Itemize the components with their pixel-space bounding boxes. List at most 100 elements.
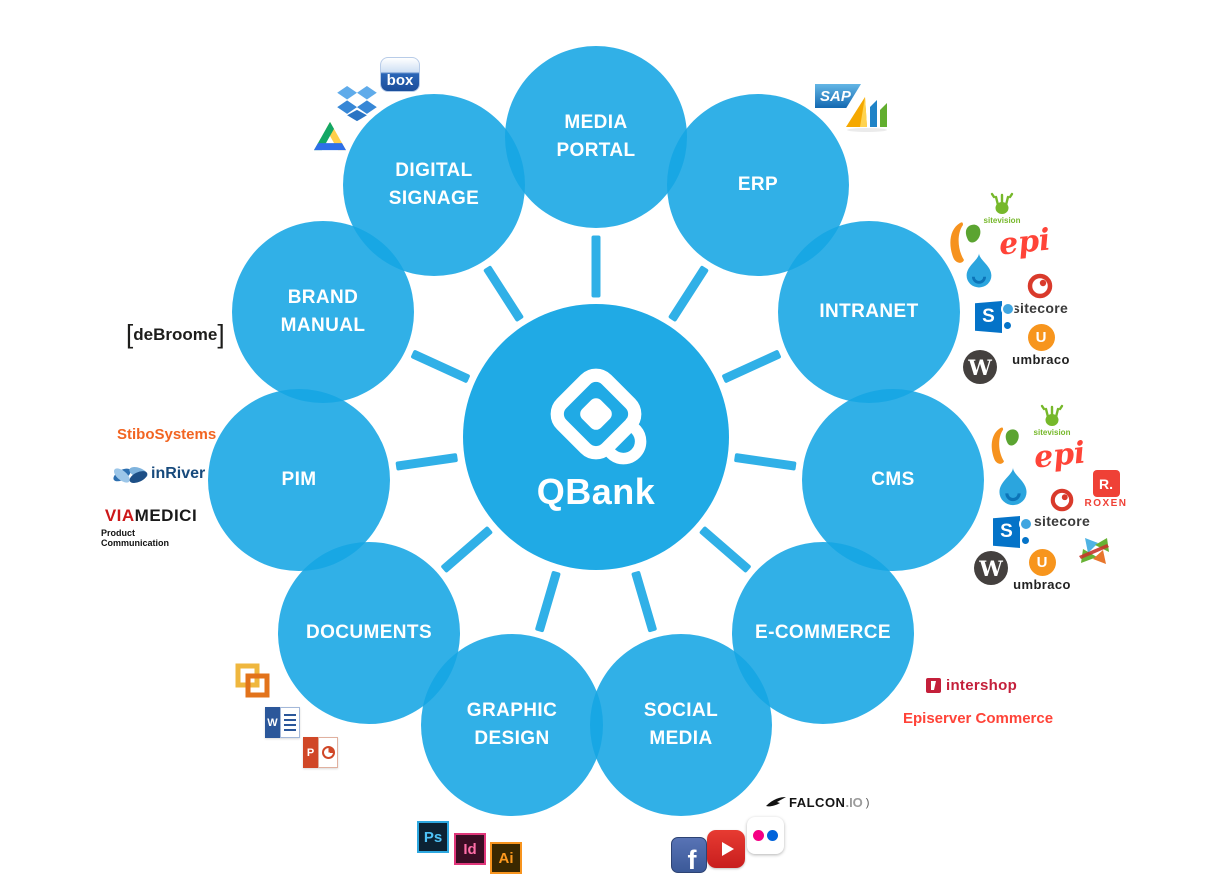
sharepoint-dot-icon — [1019, 517, 1033, 531]
dropbox-icon — [337, 86, 377, 122]
orange-green-logo — [986, 426, 1022, 466]
umbraco-label: umbraco — [1013, 577, 1071, 592]
roxen-label: ROXEN — [1084, 498, 1128, 509]
umbraco-logo: U umbraco — [1010, 549, 1074, 592]
falcon-bird-icon — [766, 797, 786, 807]
indesign-logo: Id — [454, 833, 486, 865]
node-graphic-design: GRAPHIC DESIGN — [421, 634, 603, 816]
episerver-logo: epi — [1032, 435, 1088, 476]
episerver-logo: epi — [997, 222, 1053, 263]
spoke-intranet — [721, 349, 782, 384]
umbraco-u-icon: U — [1028, 549, 1056, 576]
wordpress-logo: W — [963, 350, 997, 384]
word-page-icon — [280, 707, 300, 738]
sharepoint-s-icon: S — [975, 301, 1002, 333]
orange-green-logo — [944, 221, 984, 265]
intershop-flag-icon — [926, 678, 941, 693]
node-label: BRAND MANUAL — [280, 286, 366, 337]
intershop-logo: intershop — [926, 677, 1017, 694]
drupal-drop-icon — [999, 467, 1027, 506]
qbank-center-node: QBank — [463, 304, 729, 570]
spoke-media-portal — [591, 235, 601, 298]
node-label: PIM — [281, 468, 317, 490]
orange-green-swoosh-icon — [950, 222, 981, 263]
sharepoint-logo: S — [993, 516, 1033, 548]
inriver-label: inRiver — [151, 465, 206, 482]
via-label: VIA — [104, 506, 135, 525]
sitecore-ring-icon — [1027, 273, 1053, 299]
youtube-logo — [707, 830, 745, 868]
google-drive-icon — [314, 121, 346, 151]
sharepoint-dot-icon — [1001, 302, 1015, 316]
epi-label: epi — [997, 222, 1053, 263]
sitevision-logo: sitevision — [980, 191, 1024, 225]
sitevision-logo: sitevision — [1030, 403, 1074, 437]
drupal-logo — [997, 466, 1029, 506]
sitecore-logo: sitecore — [1032, 488, 1092, 529]
inriver-pinwheel-icon — [113, 467, 148, 483]
node-social-media: SOCIAL MEDIA — [590, 634, 772, 816]
sitevision-label: sitevision — [983, 216, 1021, 225]
viamedici-logo: VIAMEDICI Product Communication — [101, 506, 201, 548]
google-drive-logo — [314, 121, 346, 151]
photoshop-logo: Ps — [417, 821, 449, 853]
node-label: SOCIAL MEDIA — [643, 699, 719, 750]
facebook-logo: f — [671, 837, 707, 873]
debroome-label: deBroome — [133, 325, 218, 344]
office-squares-icon — [235, 663, 270, 698]
sharepoint-logo: S — [975, 301, 1015, 333]
sharepoint-s-label: S — [982, 306, 995, 327]
wordpress-w-icon: W — [963, 350, 997, 384]
spoke-graphic-design — [534, 570, 561, 633]
umbraco-u-icon: U — [1027, 324, 1055, 351]
wordpress-w-label: W — [968, 354, 992, 380]
facebook-f-label: f — [687, 845, 697, 873]
sitecore-label: sitecore — [1033, 513, 1091, 529]
sitevision-label: sitevision — [1033, 428, 1071, 437]
spoke-cms — [733, 452, 797, 471]
umbraco-logo: U umbraco — [1009, 324, 1073, 367]
wordpress-w-label: W — [979, 555, 1003, 581]
illustrator-logo: Ai — [490, 842, 522, 874]
box-label: box — [386, 72, 414, 89]
roxen-r-label: R. — [1099, 475, 1113, 492]
stibo-systems-logo: StiboSystems — [117, 426, 216, 443]
stibo-label: StiboSystems — [117, 426, 217, 443]
spoke-documents — [440, 525, 494, 574]
node-digital-signage: DIGITAL SIGNAGE — [343, 94, 525, 276]
word-w-icon: W — [265, 707, 280, 738]
node-label: MEDIA PORTAL — [556, 111, 636, 162]
box-logo: box — [380, 57, 420, 92]
medici-label: MEDICI — [134, 506, 198, 525]
pinwheel-logo — [1077, 535, 1111, 569]
umbraco-u-label: U — [1035, 329, 1047, 346]
sharepoint-dot-icon — [1020, 535, 1031, 546]
sap-label: SAP — [820, 87, 851, 105]
inriver-logo: inRiver — [111, 455, 205, 493]
flickr-blue-dot-icon — [767, 830, 778, 841]
sitecore-label: sitecore — [1011, 300, 1069, 316]
falcon-paren: ) — [865, 796, 870, 809]
viamedici-subtitle: Product Communication — [101, 528, 170, 548]
orange-green-swoosh-icon — [991, 427, 1019, 464]
epi-label: epi — [1032, 435, 1088, 476]
node-documents: DOCUMENTS — [278, 542, 460, 724]
flickr-pink-dot-icon — [753, 830, 764, 841]
node-cms: CMS — [802, 389, 984, 571]
node-label: INTRANET — [819, 300, 919, 322]
indesign-label: Id — [463, 840, 477, 858]
node-label: CMS — [871, 468, 915, 490]
bracket-open: [ — [126, 319, 134, 349]
powerpoint-page-icon — [318, 737, 338, 768]
drupal-drop-icon — [966, 253, 992, 288]
roxen-logo: R. ROXEN — [1084, 470, 1126, 509]
powerpoint-p-icon: P — [303, 737, 318, 768]
node-intranet: INTRANET — [778, 221, 960, 403]
sitecore-logo: sitecore — [1010, 273, 1070, 316]
sitevision-hand-icon — [990, 192, 1014, 214]
qbank-q-icon — [550, 368, 647, 465]
sharepoint-s-icon: S — [993, 516, 1020, 548]
node-erp: ERP — [667, 94, 849, 276]
umbraco-u-label: U — [1036, 554, 1048, 571]
